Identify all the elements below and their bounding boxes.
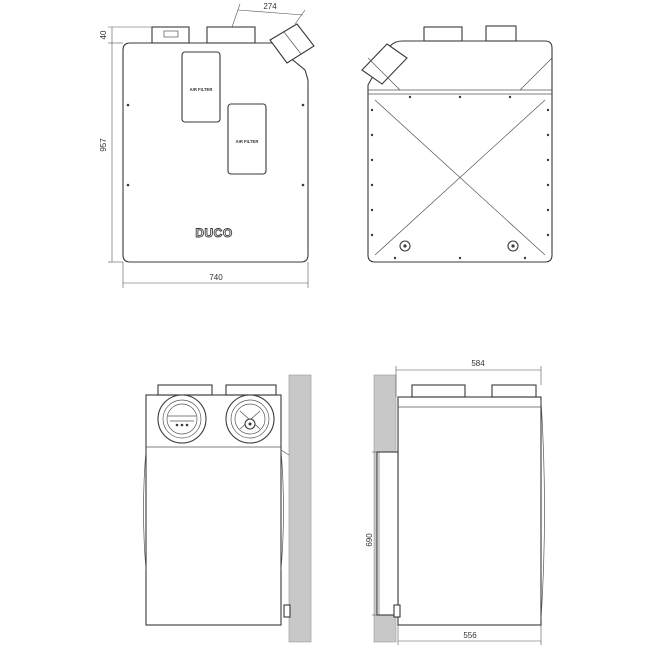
dim-duct-offset: 274	[231, 2, 306, 28]
top-view-side-bulge-left	[143, 449, 147, 571]
back-screws	[370, 95, 550, 260]
top-view-duct-left	[157, 394, 207, 444]
wall-left	[288, 374, 312, 643]
front-control-box	[151, 26, 190, 44]
dim-label-740: 740	[209, 273, 223, 282]
top-view-duct-cap-2	[225, 384, 277, 396]
dim-side-height: 690	[365, 451, 380, 616]
back-top-diagonal-left	[367, 57, 401, 91]
front-angled-duct	[269, 23, 315, 64]
top-front-view	[143, 374, 312, 643]
back-top-duct-2	[485, 25, 517, 42]
back-housing	[367, 40, 553, 263]
back-top-diagonal-right	[519, 57, 553, 91]
side-wall-bracket	[376, 451, 399, 616]
brand-logo: DUCO	[195, 226, 232, 240]
dim-label-690: 690	[365, 533, 374, 547]
filter-label-bottom: AIR FILTER	[236, 139, 259, 144]
side-top-duct-1	[411, 384, 466, 398]
top-view-side-bulge-right	[280, 449, 284, 571]
top-view-mount	[280, 449, 290, 456]
side-bulge	[540, 399, 545, 621]
back-view	[361, 25, 553, 263]
front-top-duct-1	[206, 26, 256, 44]
filter-panel-top	[181, 51, 221, 123]
dim-side-depth-top: 584	[395, 359, 542, 397]
side-top-duct-2	[491, 384, 537, 398]
back-cross-2	[374, 99, 546, 256]
filter-panel-bottom	[227, 103, 267, 175]
back-top-duct-1	[423, 26, 463, 42]
dim-label-957: 957	[99, 138, 108, 152]
front-housing	[122, 42, 309, 263]
dim-label-584: 584	[471, 359, 485, 368]
side-view: 584 556 690	[365, 359, 545, 645]
filter-label-top: AIR FILTER	[190, 87, 213, 92]
front-control-display	[163, 30, 179, 38]
dim-label-40: 40	[99, 30, 108, 39]
front-view: AIR FILTER AIR FILTER DUCO 957 40 740	[99, 2, 315, 288]
back-angled-duct	[361, 43, 408, 85]
top-view-bracket	[283, 604, 291, 618]
side-bracket-foot	[393, 604, 401, 618]
front-screws	[126, 103, 305, 187]
top-view-duct-cap-1	[157, 384, 213, 396]
top-view-housing	[145, 394, 282, 626]
dim-side-depth-bottom: 556	[397, 625, 542, 645]
dim-front-height: 957 40	[99, 26, 152, 263]
top-view-duct-right	[225, 394, 275, 444]
side-housing	[397, 396, 542, 626]
dim-label-274: 274	[263, 2, 277, 11]
dim-front-width: 740	[122, 262, 309, 288]
dim-label-556: 556	[463, 631, 477, 640]
